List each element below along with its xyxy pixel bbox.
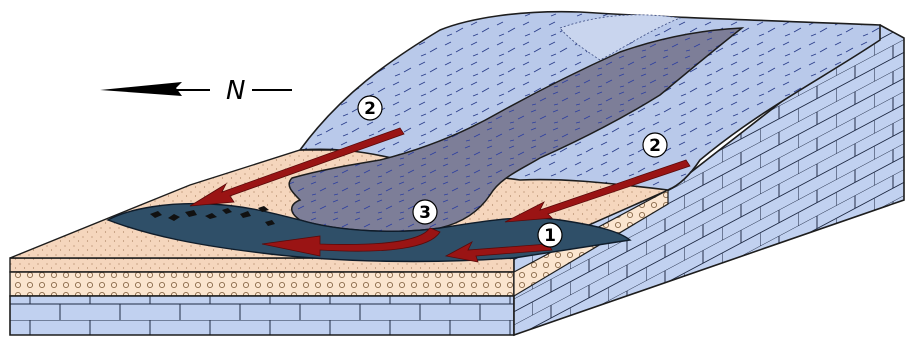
label-two-right: 2 <box>643 133 667 157</box>
label-one-text: 1 <box>544 226 556 246</box>
north-arrow: N <box>100 76 292 106</box>
label-two-left: 2 <box>358 96 382 120</box>
north-arrow-icon <box>100 82 182 96</box>
bedrock-layer-front <box>10 296 514 335</box>
label-one: 1 <box>538 223 562 247</box>
gravel-layer-front <box>10 272 514 296</box>
label-two-right-text: 2 <box>649 136 661 156</box>
label-two-left-text: 2 <box>364 99 376 119</box>
label-three-text: 3 <box>419 203 431 223</box>
label-three: 3 <box>413 200 437 224</box>
north-letter: N <box>226 76 245 106</box>
front-face <box>10 258 514 335</box>
